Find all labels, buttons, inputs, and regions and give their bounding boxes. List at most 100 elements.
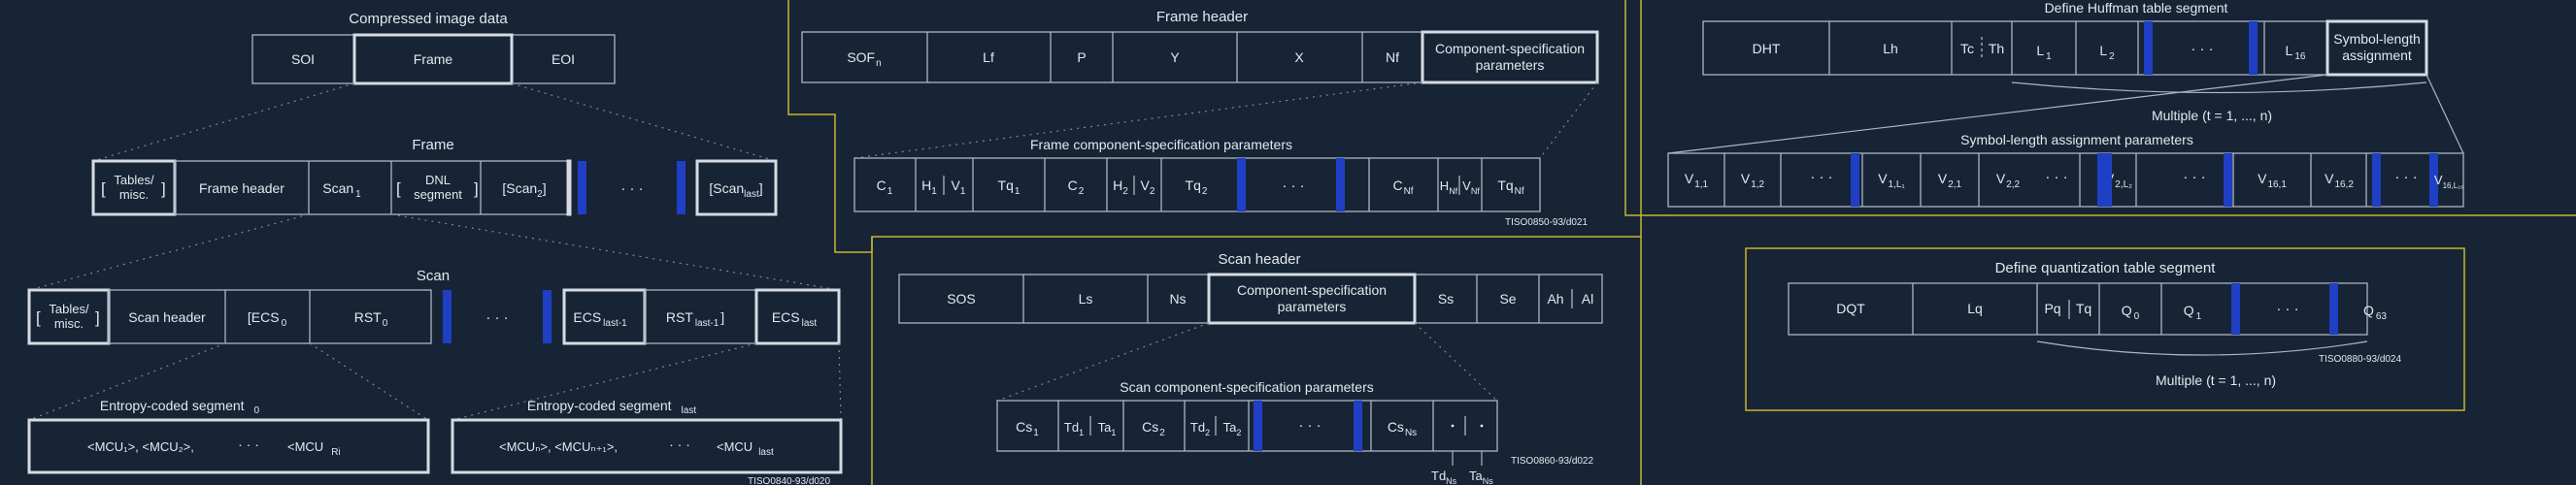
scan-comp-row xyxy=(996,400,1498,452)
dqt-multiple-label: Multiple (t = 1, ..., n) xyxy=(2156,372,2276,388)
dqt-break-marker xyxy=(2231,283,2240,335)
sla-box xyxy=(2325,19,2428,77)
al-cell: Al xyxy=(1582,291,1593,307)
panel-scan-header-outline xyxy=(871,237,1642,485)
vnf-cell: VNf xyxy=(1462,178,1480,196)
frame-tables-lbracket: [ xyxy=(101,179,106,198)
dht-multiple-brace xyxy=(2011,81,2427,94)
ns-cell: Ns xyxy=(1169,291,1186,307)
dqt-row xyxy=(1788,282,2368,336)
cs1-cell: Cs1 xyxy=(1016,419,1039,438)
scan-header-cell: Scan header xyxy=(128,309,206,325)
cs2-cell: Cs2 xyxy=(1142,419,1165,438)
h2-cell: H2 xyxy=(1113,178,1128,197)
tq1-cell: Tq1 xyxy=(998,178,1020,197)
scan-break-marker xyxy=(443,290,452,343)
scan2-cell: [Scan2] xyxy=(502,180,546,200)
lq-cell: Lq xyxy=(1967,301,1983,316)
scan-ellipsis: · · · xyxy=(485,309,508,326)
x-cell: X xyxy=(1294,49,1304,65)
ls-cell: Ls xyxy=(1079,291,1093,307)
ecs-last-box xyxy=(754,288,841,345)
th-cell: Th xyxy=(1989,41,2004,56)
dht-break-marker-2 xyxy=(2249,21,2258,75)
panel-frame-header-outline xyxy=(787,0,1642,253)
sla-break-marker-2 xyxy=(2097,153,2106,207)
frame-highlight-box xyxy=(352,33,514,85)
scan-row xyxy=(108,289,432,344)
dht-ellipsis: · · · xyxy=(2191,41,2213,57)
frame-cell: Frame xyxy=(414,51,453,67)
ecs0-mcus: <MCU₁>, <MCU₂>, xyxy=(87,439,194,454)
ecs0-box xyxy=(27,418,430,474)
ecslast-mcus: <MCUₙ>, <MCUₙ₊₁>, xyxy=(499,439,618,454)
tdns-label: TdNs xyxy=(1431,469,1457,485)
lh-cell: Lh xyxy=(1883,41,1898,56)
v161-cell: V16,1 xyxy=(2258,171,2287,190)
frame-break-marker xyxy=(578,161,586,214)
frame-scanlast-box xyxy=(695,159,778,216)
c2-cell: C2 xyxy=(1068,178,1085,197)
scan-header-title: Scan header xyxy=(1218,251,1300,268)
sos-cell: SOS xyxy=(947,291,976,307)
dht-title: Define Huffman table segment xyxy=(2045,0,2228,16)
sla-ellipsis-2: · · · xyxy=(2045,169,2067,185)
dnl-segment-cell: DNL xyxy=(425,173,451,187)
frame-comp-title: Frame component-specification parameters xyxy=(1030,137,1292,152)
v16l-cell: V16,L₁₆ xyxy=(2434,173,2463,190)
td2-cell: Td2 xyxy=(1190,420,1210,437)
v1-cell: V1 xyxy=(952,178,966,197)
dqt-cell: DQT xyxy=(1836,301,1865,316)
frame-comp-break-marker xyxy=(1237,158,1246,211)
y-cell: Y xyxy=(1170,49,1180,65)
sla-break-marker-3 xyxy=(2103,153,2112,207)
scan-csp-cell-2: parameters xyxy=(1278,299,1347,314)
dnl-rbracket: ] xyxy=(474,179,479,198)
figure2-id: TISO0850-93/d021 xyxy=(1505,217,1588,228)
frame-tables-label-2: misc. xyxy=(119,187,149,202)
dht-cell: DHT xyxy=(1753,41,1781,56)
sla-break-marker-4 xyxy=(2224,153,2232,207)
dqt-break-marker-2 xyxy=(2329,283,2338,335)
lf-cell: Lf xyxy=(983,49,994,65)
scan-comp-break-marker-2 xyxy=(1354,401,1362,451)
sla-cell-2: assignment xyxy=(2342,48,2412,63)
v21-cell: V2,1 xyxy=(1938,171,1962,190)
v2-cell: V2 xyxy=(1141,178,1155,197)
scan-tables-rbracket: ] xyxy=(95,308,100,327)
scanlast-cell: [Scanlast] xyxy=(709,180,762,200)
frame-header-title: Frame header xyxy=(1156,9,1248,25)
dnl-lbracket: [ xyxy=(396,179,401,198)
frame-csp-box xyxy=(1421,30,1599,84)
sla-ellipsis: · · · xyxy=(1810,169,1832,185)
scan-tables-label-2: misc. xyxy=(54,316,84,331)
ss-cell: Ss xyxy=(1438,291,1454,307)
scan-csp-box xyxy=(1207,273,1417,325)
sla-break-marker-6 xyxy=(2429,153,2438,207)
eoi-marker: EOI xyxy=(552,51,575,67)
ta2-cell: Ta2 xyxy=(1223,420,1242,437)
panel-dht-outline xyxy=(1624,0,2576,216)
sla-cell: Symbol-length xyxy=(2333,31,2421,47)
frame-comp-row xyxy=(853,157,1541,212)
frame-tables-label: Tables/ xyxy=(114,173,154,187)
tqnf-cell: TqNf xyxy=(1497,178,1524,197)
cnf-cell: CNf xyxy=(1392,178,1413,197)
pq-cell: Pq xyxy=(2044,301,2060,316)
hnf-cell: HNf xyxy=(1440,178,1458,196)
figure1-id: TISO0840-93/d020 xyxy=(748,476,830,485)
